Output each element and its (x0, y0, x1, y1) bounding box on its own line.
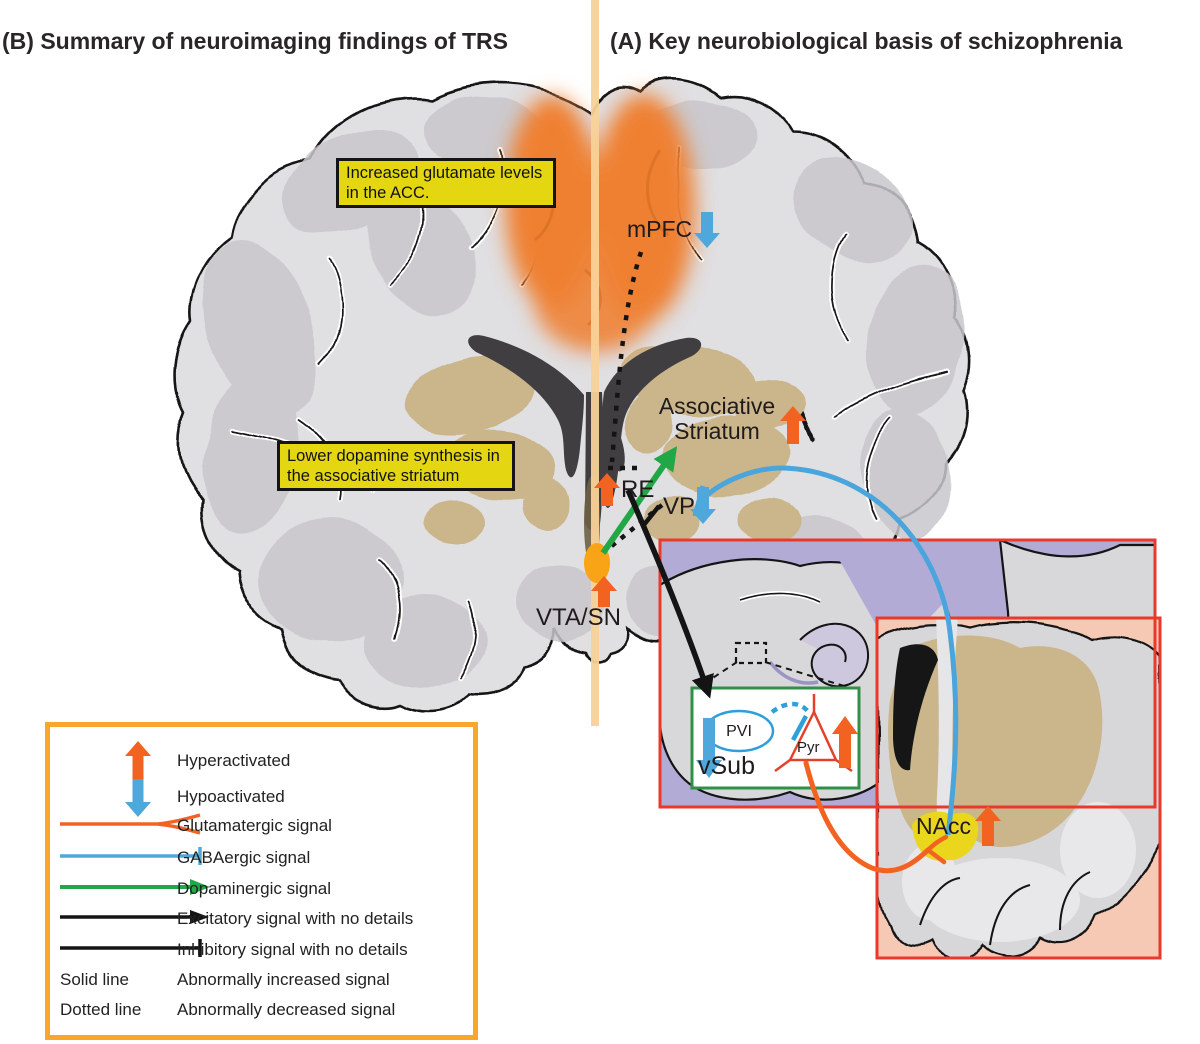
inhibitory-line-icon (60, 939, 202, 957)
hypoactivated-down-arrow-icon (125, 779, 151, 817)
legend-label-hypoactivated: Hypoactivated (177, 787, 285, 806)
solid-line-key: Solid line (60, 970, 129, 989)
pyr-label: Pyr (797, 739, 820, 756)
gabaergic-line-nacc-vp (704, 465, 959, 836)
legend-label-increased: Abnormally increased signal (177, 970, 390, 989)
nacc-hyperactivated-arrow (975, 806, 1001, 846)
legend-label-dopaminergic: Dopaminergic signal (177, 879, 332, 898)
mpfc-decreased-dotted-line (609, 251, 644, 463)
status-arrows (591, 212, 1001, 846)
legend-label-inhibitory: Inhibitory signal with no details (177, 940, 408, 959)
glutamatergic-line-icon (60, 813, 201, 835)
vta-sn-label: VTA/SN (536, 604, 621, 631)
legend-label-glutamatergic: Glutamatergic signal (177, 816, 332, 835)
glutamatergic-line-vsub-nacc (803, 760, 949, 874)
dotted-line-key: Dotted line (60, 1000, 142, 1019)
vsub-hypoactivated-arrow (696, 718, 722, 778)
vp-label: VP (663, 493, 696, 520)
mpfc-hypoactivated-arrow (694, 212, 720, 248)
excitatory-arrow-re-vsub (625, 488, 714, 699)
panel-b-title: (B) Summary of neuroimaging findings of … (2, 28, 508, 54)
panel-a-title: (A) Key neurobiological basis of schizop… (610, 28, 1123, 54)
vta-hyperactivated-arrow (591, 576, 617, 607)
nacc-label: NAcc (916, 813, 971, 839)
pyr-hyperactivated-arrow (832, 716, 858, 768)
nacc-inset (875, 616, 1162, 960)
acc-callout: Increased glutamate levels in the ACC. (336, 158, 556, 209)
midline-stripe (591, 0, 599, 726)
pvi-pyr-dotted-inhibition (770, 701, 812, 716)
gabaergic-line-icon (60, 847, 202, 865)
dopaminergic-arrow-vta-striatum (600, 446, 678, 555)
hippocampus-inset-border (658, 538, 1157, 809)
pvi-label: PVI (726, 723, 752, 740)
hippocampus-spiral (799, 622, 870, 688)
mpfc-label: mPFC (627, 216, 693, 242)
associative-striatum-label: Associative Striatum (658, 393, 776, 444)
vp-hypoactivated-arrow (690, 487, 716, 524)
legend-label-decreased: Abnormally decreased signal (177, 1000, 396, 1019)
hyperactivated-up-arrow-icon (125, 741, 151, 779)
legend-label-gabaergic: GABAergic signal (177, 848, 311, 867)
zoom-source-dashed-rect (734, 641, 768, 665)
striatum-callout: Lower dopamine synthesis in the associat… (277, 441, 515, 492)
re-label: RE (621, 476, 655, 503)
excitatory-arrow-icon (60, 910, 209, 924)
vsub-detail-box (690, 686, 861, 790)
inhibitory-t-bar (641, 504, 661, 528)
dopaminergic-arrow-icon (60, 879, 210, 895)
re-hyperactivated-arrow (594, 473, 620, 506)
striatum-hyperactivated-arrow (780, 406, 806, 444)
legend-label-hyperactivated: Hyperactivated (177, 751, 291, 770)
lateral-ventricle-slit (893, 644, 938, 771)
vsub-label: vSub (698, 752, 755, 780)
legend-label-excitatory: Excitatory signal with no details (177, 909, 414, 928)
legend-box: Solid line Dotted line Hyperactivated Hy… (45, 722, 478, 1040)
